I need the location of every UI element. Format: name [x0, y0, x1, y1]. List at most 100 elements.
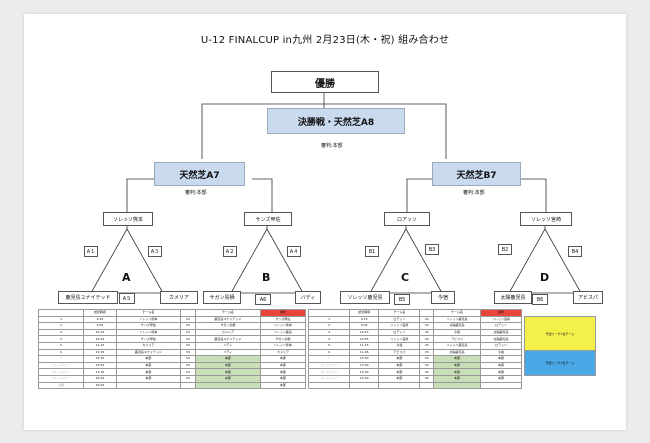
qualifier-label: ロアッソ	[396, 216, 417, 223]
team-label: 今宿	[437, 295, 448, 301]
schedule-cell: 本部	[378, 374, 421, 383]
schedule-cell: ロアッソ	[378, 328, 421, 337]
schedule-cell: 本部	[479, 355, 523, 363]
schedule-cell: 6	[307, 348, 351, 357]
schedule-cell: 本部	[433, 355, 481, 363]
schedule-cell: 7	[37, 355, 85, 363]
schedule-cell: ソレッソ熊本	[115, 328, 182, 337]
schedule-header-cell: チーム名	[195, 309, 261, 317]
schedule-cell: VS	[419, 368, 435, 376]
schedule-cell: 本部	[195, 355, 261, 363]
schedule-cell: ソレッソ熊本	[115, 315, 182, 324]
schedule-cell: サンズ甲佐	[259, 315, 307, 324]
schedule-cell: ソレッソ鹿児島	[433, 315, 481, 324]
schedule-cell: VS	[180, 348, 197, 357]
schedule-cell: 2	[37, 322, 85, 330]
schedule-cell: 本部	[259, 374, 307, 383]
champion-label: 優勝	[315, 78, 335, 90]
schedule-cell: 3	[37, 328, 85, 337]
schedule-cell: 本部	[433, 368, 481, 376]
schedule-cell: サンズ甲佐	[115, 335, 182, 343]
schedule-cell: アビスパ	[378, 348, 421, 357]
schedule-cell: VS	[180, 335, 197, 343]
schedule-cell	[180, 381, 197, 390]
schedule-cell: 本部	[378, 361, 421, 370]
group-b-right-seed: A４	[287, 246, 301, 257]
seed-label: B3	[428, 246, 436, 253]
schedule-cell: 鹿児島ユナイテッド	[195, 315, 261, 324]
qualifier-box-c: ロアッソ	[384, 212, 430, 226]
group-d-team-left: 太陽鹿児島	[494, 291, 532, 304]
team-label: 鹿児島ユナイテッド	[65, 295, 111, 301]
schedule-cell: ソレッソ宮崎	[378, 322, 421, 330]
schedule-cell: 15:00	[83, 381, 117, 390]
schedule-cell: 10:15	[349, 328, 380, 337]
schedule-cell	[378, 381, 421, 390]
tournament-sheet: U-12 FINALCUP in九州 2月23日(木・祝) 組み合わせ	[24, 14, 626, 430]
schedule-cell: 9:15	[83, 315, 117, 324]
group-b-team-left: サガン鳥栖	[203, 291, 241, 304]
schedule-cell: 11:15	[349, 341, 380, 350]
group-b-left-seed: A２	[223, 246, 237, 257]
semi-left-label: 天然芝A7	[179, 170, 220, 181]
schedule-cell: VS	[180, 322, 197, 330]
schedule-cell: 1	[307, 315, 351, 324]
schedule-cell: 9:15	[349, 315, 380, 324]
semi-left-referee: 審判:本部	[185, 190, 207, 196]
schedule-cell: 本部	[115, 355, 182, 363]
schedule-cell: ソレッソ熊本	[259, 341, 307, 350]
schedule-cell: ソレッソ宮崎	[479, 315, 523, 324]
schedule-cell: 本部	[433, 374, 481, 383]
schedule-cell: サンズ甲佐	[115, 322, 182, 330]
legend-second-place: 予選リーグ2位チーム	[524, 350, 596, 376]
schedule-cell: VS	[419, 374, 435, 383]
schedule-cell: 6	[37, 348, 85, 357]
seed-label: B6	[536, 296, 544, 303]
schedule-cell: フレンドリー	[37, 368, 85, 376]
schedule-cell: VS	[419, 335, 435, 343]
schedule-header-cell: チーム名	[433, 309, 481, 317]
champion-box: 優勝	[271, 71, 379, 93]
qualifier-label: ソレッソ宮崎	[530, 216, 561, 223]
schedule-header-row: 試合時間チーム名チーム名審判	[307, 309, 523, 317]
schedule-cell: VS	[419, 322, 435, 330]
schedule-cell: サガン鳥栖	[195, 322, 261, 330]
schedule-header-cell: 試合時間	[349, 309, 380, 317]
schedule-cell: 9:45	[83, 322, 117, 330]
schedule-cell: サガン鳥栖	[259, 335, 307, 343]
schedule-cell: ロアッソ	[479, 341, 523, 350]
schedule-cell: 太陽鹿児島	[479, 328, 523, 337]
schedule-cell: 本部	[115, 368, 182, 376]
group-d-letter: D	[540, 271, 550, 284]
schedule-cell: 2	[307, 322, 351, 330]
schedule-header-cell	[307, 309, 351, 317]
schedule-cell: 12:30	[349, 355, 380, 363]
schedule-cell: 本部	[479, 374, 523, 383]
schedule-cell: ソレッソ鹿島	[259, 328, 307, 337]
schedule-cell: 本部	[115, 361, 182, 370]
schedule-cell: 4	[307, 335, 351, 343]
team-label: 太陽鹿児島	[500, 295, 526, 301]
group-c-team-left: ソレッソ鹿児島	[340, 291, 390, 304]
schedule-cell: ロアッソ	[378, 315, 421, 324]
seed-label: A１	[86, 249, 96, 255]
group-c-bottom-seed: B5	[394, 294, 410, 305]
schedule-cell: バディ	[195, 341, 261, 350]
schedule-cell: カメリア	[115, 341, 182, 350]
schedule-cell: 本部	[259, 361, 307, 370]
schedule-cell	[419, 381, 435, 390]
team-label: カメリア	[168, 295, 189, 301]
seed-label: A５	[122, 296, 132, 302]
schedule-cell: 14:00	[83, 374, 117, 383]
legend-first-place: 予選リーグ1位チーム	[524, 316, 596, 352]
